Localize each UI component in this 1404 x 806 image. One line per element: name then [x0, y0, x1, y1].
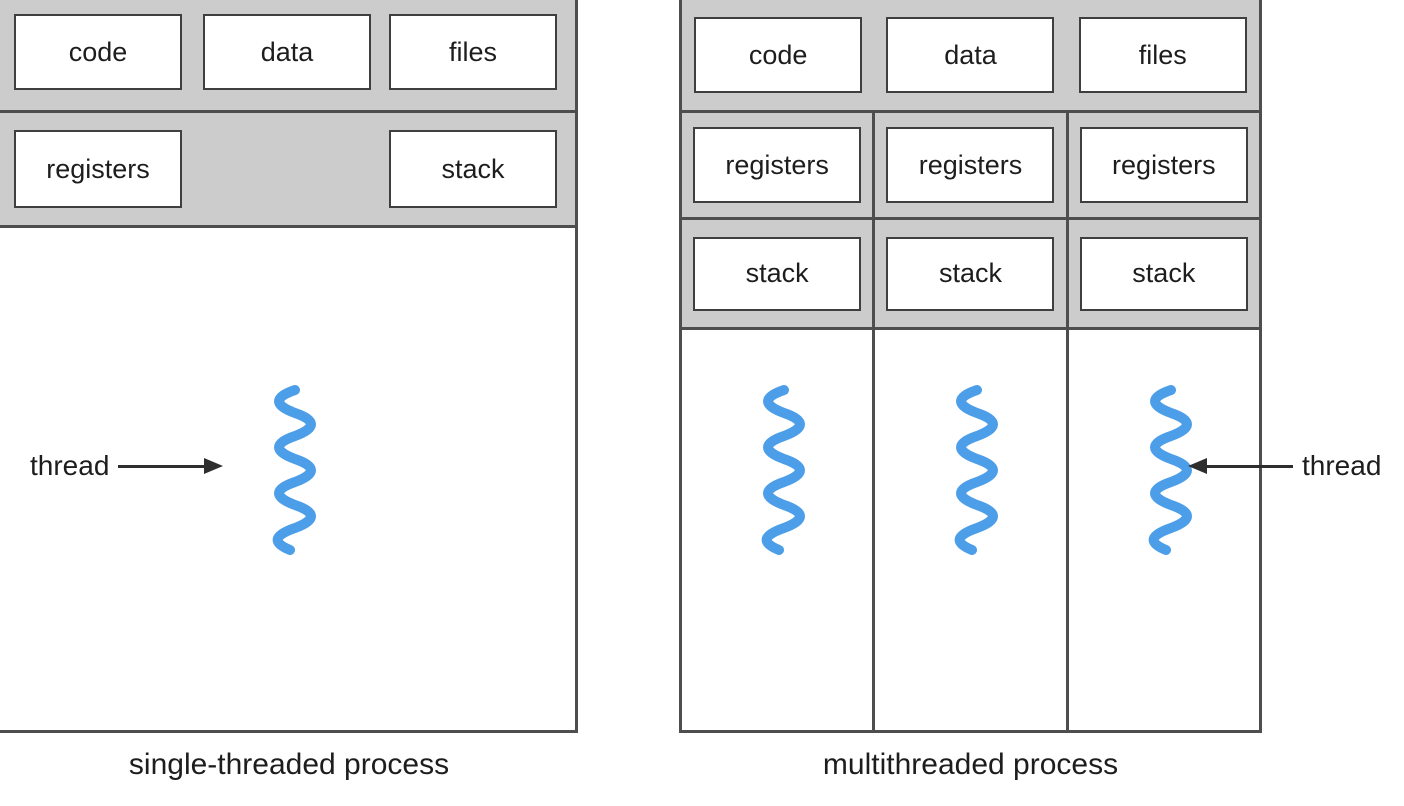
stack-row: stack stack stack	[682, 220, 1259, 330]
code-box: code	[694, 17, 863, 93]
stack-cell-3: stack	[1065, 220, 1259, 327]
registers-box: registers	[1079, 127, 1248, 203]
data-box: data	[203, 14, 371, 90]
data-cell: data	[874, 17, 1067, 93]
thread-column-3	[1065, 330, 1259, 730]
stack-box: stack	[389, 130, 557, 208]
registers-box: registers	[14, 130, 182, 208]
multithreaded-process-diagram: code data files registers registers	[679, 0, 1262, 733]
stack-box: stack	[1079, 236, 1248, 311]
data-box-label: data	[944, 39, 997, 70]
files-box-label: files	[1138, 39, 1187, 70]
thread-columns	[682, 330, 1259, 730]
registers-cell-3: registers	[1065, 113, 1259, 217]
registers-row: registers registers registers	[682, 113, 1259, 220]
thread-squiggle-icon	[955, 385, 999, 555]
left-arrow-icon	[1188, 458, 1207, 474]
registers-cell-1: registers	[682, 113, 873, 217]
arrow-line	[118, 464, 205, 468]
registers-box: registers	[886, 127, 1055, 203]
files-box-label: files	[448, 36, 497, 67]
thread-pointer-right: thread	[1188, 452, 1381, 480]
registers-box-label: registers	[725, 149, 829, 180]
caption-multithreaded: multithreaded process	[822, 748, 1119, 781]
stack-cell-2: stack	[872, 220, 1066, 327]
thread-pointer-left: thread	[30, 450, 224, 481]
caption-single-threaded: single-threaded process	[128, 748, 450, 781]
registers-cell-2: registers	[872, 113, 1066, 217]
files-cell: files	[1066, 17, 1259, 93]
stack-box: stack	[886, 236, 1055, 311]
thread-squiggle-icon	[272, 385, 316, 555]
thread-label: thread	[1302, 450, 1382, 481]
code-cell: code	[682, 17, 875, 93]
stack-cell-1: stack	[682, 220, 873, 327]
stack-box-label: stack	[745, 258, 809, 288]
shared-resources-band: code data files	[0, 0, 575, 113]
right-arrow-icon	[204, 458, 224, 474]
registers-box-label: registers	[1112, 149, 1216, 180]
shared-resources-band: code data files	[682, 0, 1259, 113]
thread-squiggle-icon	[1148, 385, 1192, 555]
stack-box-label: stack	[1132, 258, 1196, 288]
thread-squiggle-icon	[761, 385, 806, 555]
code-box: code	[14, 14, 182, 90]
stack-box-label: stack	[441, 153, 505, 184]
arrow-line	[1207, 464, 1293, 468]
registers-box: registers	[693, 127, 862, 203]
code-box-label: code	[748, 39, 808, 70]
files-box: files	[389, 14, 557, 90]
data-box-label: data	[260, 36, 314, 67]
thread-column-2	[872, 330, 1066, 730]
stack-box: stack	[693, 236, 862, 311]
registers-box-label: registers	[918, 149, 1023, 180]
data-box: data	[886, 17, 1055, 93]
files-box: files	[1078, 17, 1247, 93]
registers-box-label: registers	[46, 153, 150, 184]
thread-column-1	[682, 330, 873, 730]
thread-label: thread	[30, 450, 110, 481]
code-box-label: code	[68, 36, 128, 67]
single-threaded-process-diagram: code data files registers stack thread	[0, 0, 578, 733]
stack-box-label: stack	[938, 258, 1002, 288]
thread-context-band: registers stack	[0, 113, 575, 228]
